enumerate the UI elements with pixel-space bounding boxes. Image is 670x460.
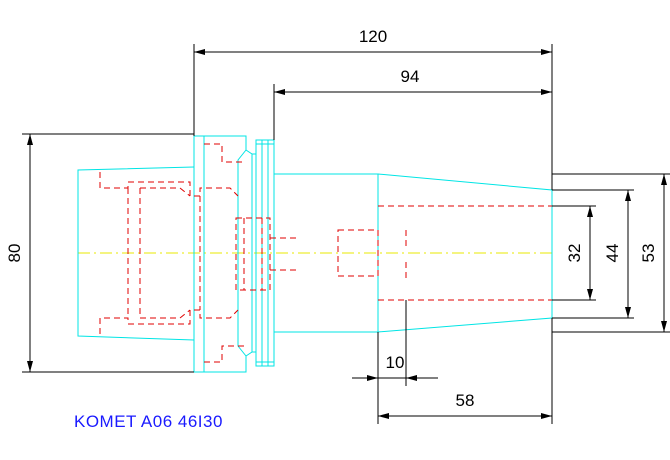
dim-bore-depth: 58 bbox=[456, 391, 475, 410]
part-label: KOMET A06 46I30 bbox=[74, 412, 223, 431]
dim-bore-medium: 44 bbox=[603, 244, 622, 263]
dim-shank-length: 94 bbox=[401, 67, 420, 86]
dim-flange-diameter: 80 bbox=[5, 244, 24, 263]
dim-overall-length: 120 bbox=[359, 27, 387, 46]
holder-outline bbox=[77, 135, 553, 373]
dim-bore-small: 32 bbox=[565, 244, 584, 263]
dim-bore-offset: 10 bbox=[386, 353, 405, 372]
hidden-lines bbox=[99, 143, 552, 363]
dim-body-diameter: 53 bbox=[639, 244, 658, 263]
dimension-lines bbox=[22, 44, 670, 424]
